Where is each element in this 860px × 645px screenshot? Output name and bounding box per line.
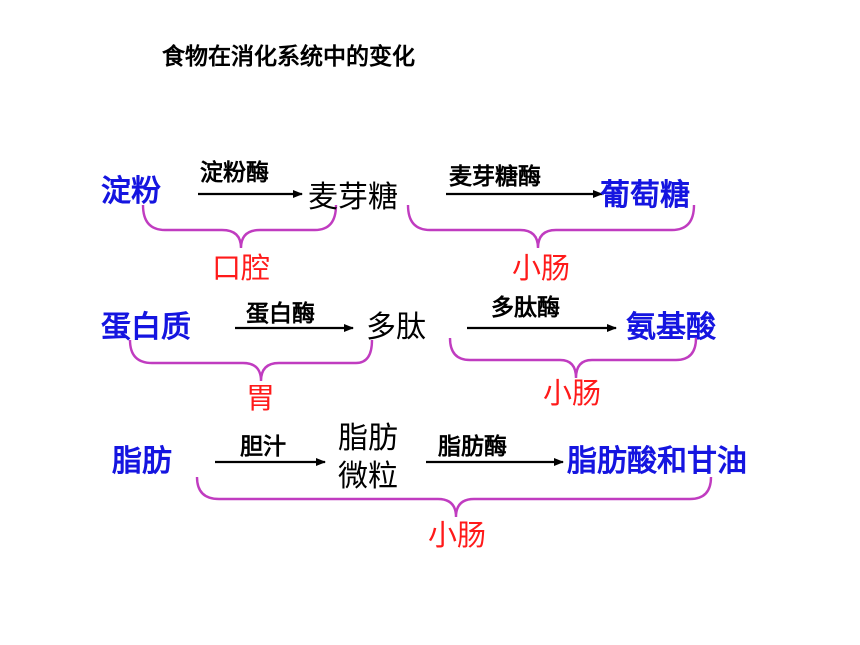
organ-small-intestine-1: 小肠 xyxy=(512,251,571,285)
substance-fatty-acid-glycerol: 脂肪酸和甘油 xyxy=(567,444,747,479)
substance-maltose: 麦芽糖 xyxy=(308,180,398,215)
agent-bile: 胆汁 xyxy=(240,434,286,460)
organ-mouth: 口腔 xyxy=(212,251,271,285)
enzyme-peptidase: 多肽酶 xyxy=(491,295,560,321)
page-title: 食物在消化系统中的变化 xyxy=(162,44,415,70)
organ-stomach: 胃 xyxy=(246,381,276,415)
enzyme-lipase: 脂肪酶 xyxy=(438,434,507,460)
enzyme-amylase: 淀粉酶 xyxy=(200,160,269,186)
brace-small-intestine-1 xyxy=(406,204,696,249)
brace-small-intestine-2 xyxy=(448,337,698,379)
substance-peptide: 多肽 xyxy=(366,310,426,345)
enzyme-maltase: 麦芽糖酶 xyxy=(449,164,541,190)
organ-small-intestine-2: 小肠 xyxy=(543,376,602,410)
substance-fat: 脂肪 xyxy=(112,444,172,479)
substance-fat-droplets-line1: 脂肪 xyxy=(338,421,398,456)
enzyme-protease: 蛋白酶 xyxy=(246,301,315,327)
substance-starch: 淀粉 xyxy=(101,174,161,209)
brace-stomach xyxy=(128,339,374,382)
brace-mouth xyxy=(141,204,338,249)
substance-protein: 蛋白质 xyxy=(101,310,191,345)
organ-small-intestine-3: 小肠 xyxy=(428,518,487,552)
substance-amino-acid: 氨基酸 xyxy=(626,310,716,345)
substance-fat-droplets-line2: 微粒 xyxy=(338,459,398,494)
brace-small-intestine-3 xyxy=(195,476,713,518)
substance-glucose: 葡萄糖 xyxy=(600,178,690,213)
